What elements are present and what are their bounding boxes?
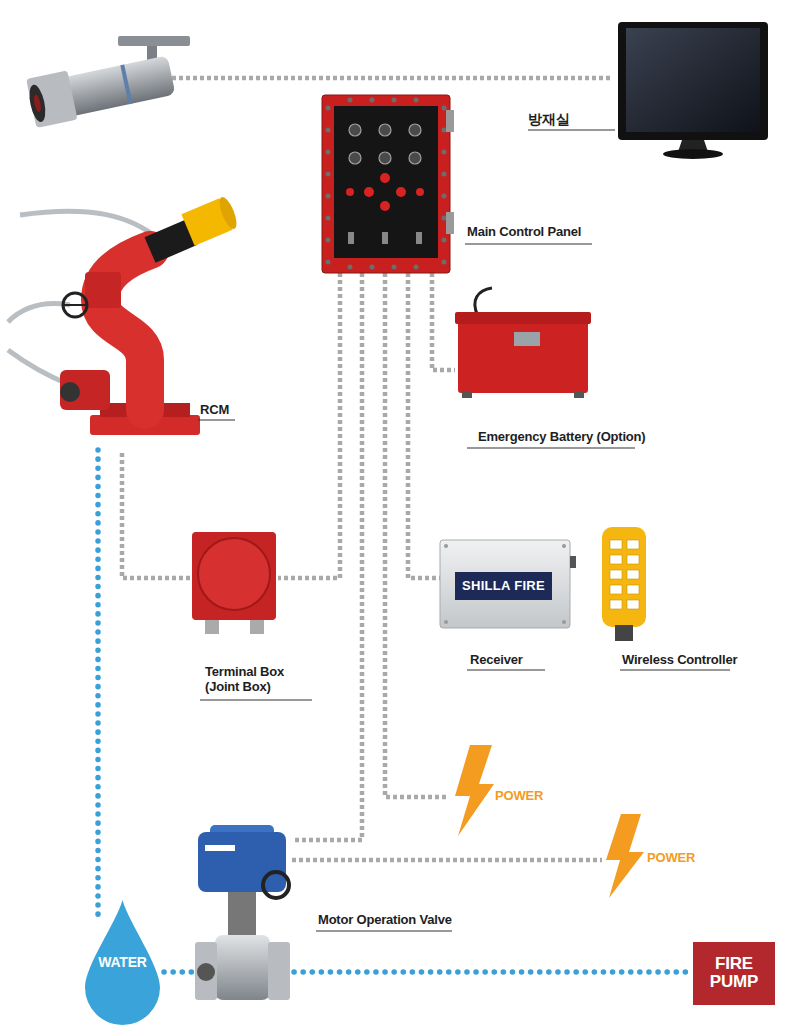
water-drop: WATER [85, 900, 160, 1025]
power-bolt [606, 814, 644, 898]
component-label: Main Control Panel [467, 224, 581, 239]
wireless-remote: Wireless Controller [600, 525, 648, 643]
component-label: Motor Operation Valve [318, 912, 452, 927]
power-source: POWER [448, 745, 548, 835]
label-underline [316, 930, 452, 931]
rcm-monitor [8, 195, 240, 435]
component-label: FIRE PUMP [693, 955, 775, 991]
signal-cable [278, 273, 340, 578]
component-label: POWER [495, 788, 543, 803]
component-label: Emergency Battery (Option) [478, 429, 645, 444]
battery-box [455, 288, 591, 398]
brand-banner: SHILLA FIRE [455, 572, 552, 600]
component-label: 방재실 [528, 112, 569, 127]
signal-cable [292, 273, 362, 840]
label-underline [528, 129, 615, 130]
label-underline [467, 669, 545, 670]
signal-cable [408, 273, 440, 578]
label-underline [465, 243, 592, 244]
water-pipe [164, 969, 193, 975]
label-underline [620, 669, 730, 670]
wireless-remote [602, 527, 646, 641]
receiver-box [440, 540, 576, 628]
receiver-box: SHILLA FIREReceiver [440, 540, 570, 628]
camera-cable [172, 76, 612, 81]
water-pipe [95, 450, 101, 922]
motor-valve [195, 825, 290, 1000]
monitor [618, 22, 768, 159]
terminal-box: Terminal Box (Joint Box) [190, 530, 278, 635]
rcm-monitor: RCM [55, 205, 235, 440]
control-panel [322, 95, 454, 273]
control-panel: Main Control Panel [322, 95, 450, 273]
fire-pump-box: FIRE PUMP [693, 942, 775, 1005]
battery-box: Emergency Battery (Option) [455, 290, 590, 395]
power-bolt [455, 745, 494, 836]
label-underline [467, 447, 635, 448]
component-label: Wireless Controller [622, 652, 737, 667]
signal-cable [292, 858, 602, 863]
control-room-monitor: 방재실 [615, 20, 770, 158]
component-label: POWER [647, 850, 695, 865]
cctv-camera [25, 36, 190, 128]
signal-cable [432, 273, 455, 370]
motor-valve: Motor Operation Valve [195, 822, 292, 1010]
terminal-box [192, 532, 276, 634]
signal-cable [385, 273, 448, 797]
component-label: Receiver [470, 652, 523, 667]
component-label: RCM [200, 402, 229, 417]
drop-shape [85, 900, 160, 1025]
component-label: Terminal Box (Joint Box) [205, 664, 305, 694]
power-source: POWER [602, 812, 702, 900]
label-underline [198, 419, 235, 420]
component-label: WATER [85, 955, 160, 970]
label-underline [200, 699, 312, 700]
signal-cable [122, 450, 190, 578]
water-pipe [294, 969, 689, 975]
